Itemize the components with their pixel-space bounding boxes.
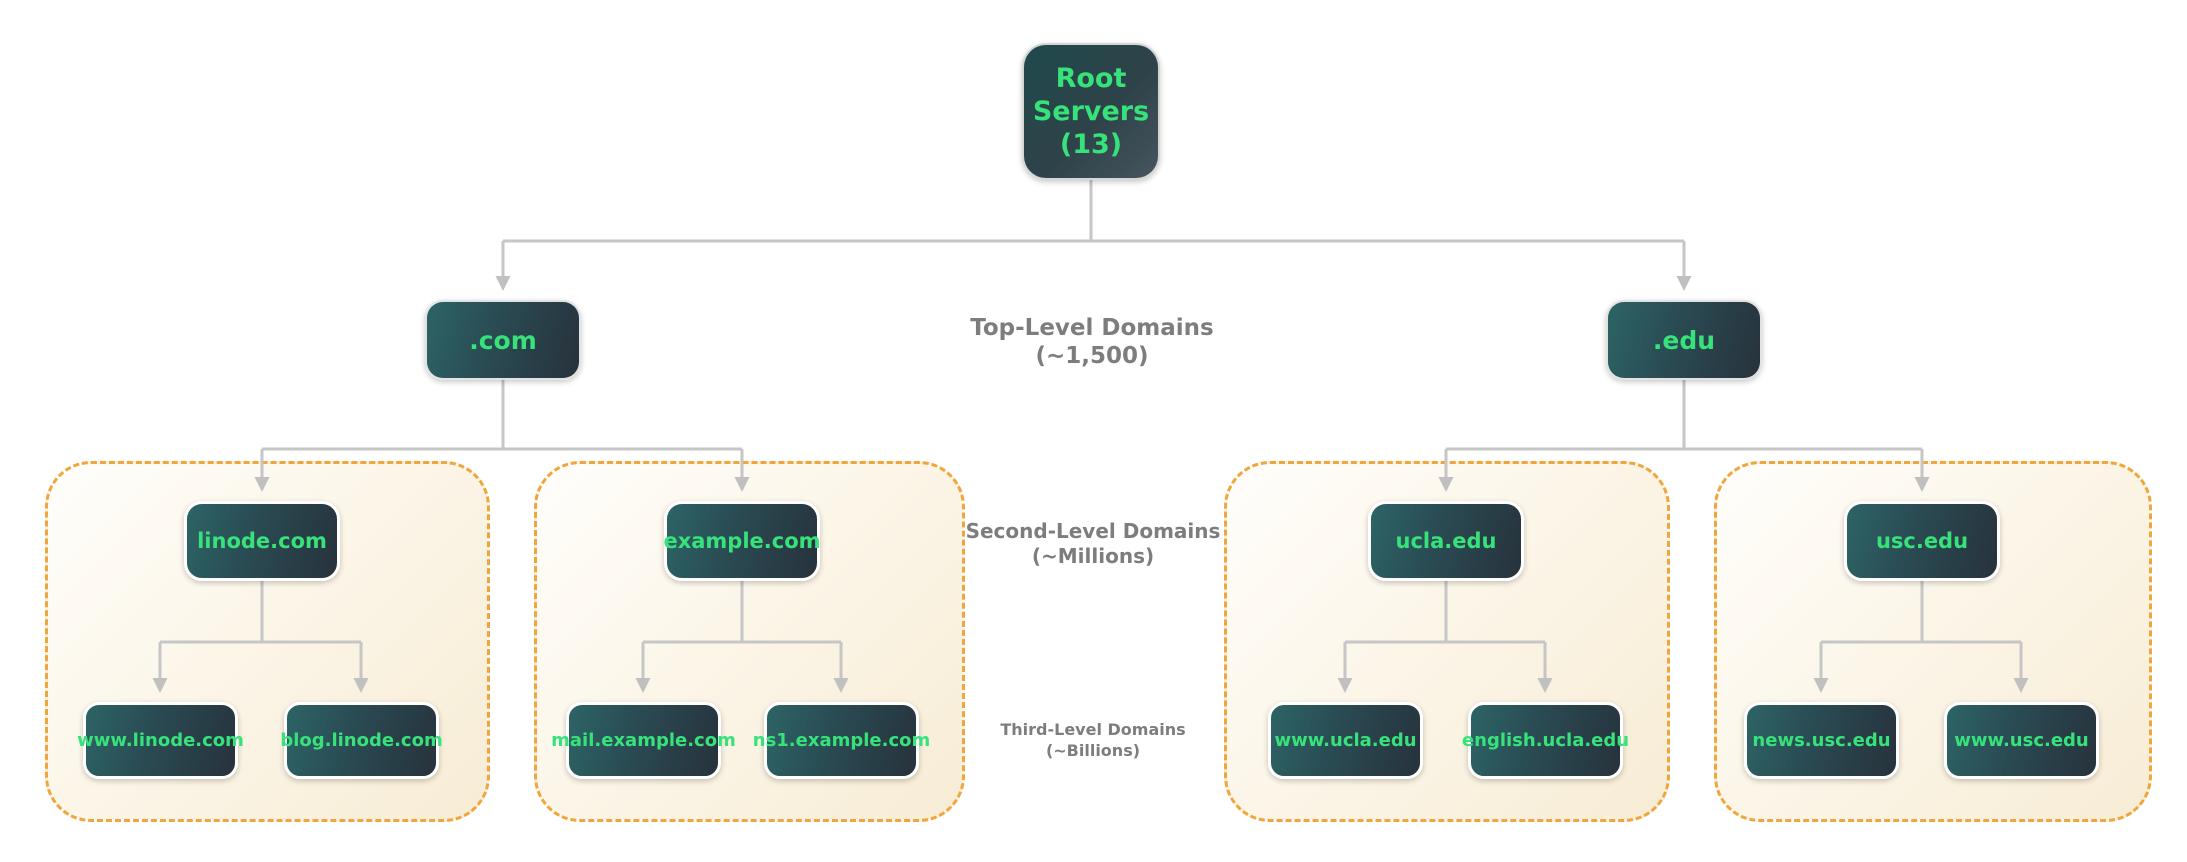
tier-label-third-level: Third-Level Domains (~Billions) xyxy=(893,719,1293,761)
node-3ld-news-usc-edu: news.usc.edu xyxy=(1744,702,1899,779)
node-label: blog.linode.com xyxy=(280,730,443,751)
tier-label-top-level: Top-Level Domains (~1,500) xyxy=(892,314,1292,370)
node-label: .edu xyxy=(1652,325,1716,355)
tier-label-line2: (~Millions) xyxy=(1031,544,1155,568)
node-3ld-www-usc-edu: www.usc.edu xyxy=(1944,702,2099,779)
node-label: english.ucla.edu xyxy=(1461,730,1630,751)
node-3ld-blog-linode-com: blog.linode.com xyxy=(280,702,443,779)
node-3ld-english-ucla-edu: english.ucla.edu xyxy=(1462,702,1629,779)
node-sld-example-com: example.com xyxy=(663,501,821,581)
node-label: example.com xyxy=(663,529,821,553)
tier-label-line1: Second-Level Domains xyxy=(965,519,1221,543)
node-3ld-www-linode-com: www.linode.com xyxy=(77,702,244,779)
node-tld-com: .com xyxy=(425,300,581,380)
tier-label-second-level: Second-Level Domains (~Millions) xyxy=(893,519,1293,569)
node-label: ns1.example.com xyxy=(752,730,931,751)
tier-label-line2: (~Billions) xyxy=(1045,741,1141,760)
tier-label-line1: Third-Level Domains xyxy=(1000,720,1186,739)
node-tld-edu: .edu xyxy=(1606,300,1762,380)
node-label: linode.com xyxy=(197,529,327,553)
node-label: .com xyxy=(469,325,537,355)
node-label: www.ucla.edu xyxy=(1274,730,1417,751)
node-sld-linode-com: linode.com xyxy=(184,501,340,581)
node-label: www.linode.com xyxy=(77,730,244,751)
node-3ld-www-ucla-edu: www.ucla.edu xyxy=(1268,702,1423,779)
node-sld-usc-edu: usc.edu xyxy=(1844,501,2000,581)
node-label: usc.edu xyxy=(1875,529,1969,553)
node-label: mail.example.com xyxy=(551,730,736,751)
node-label: news.usc.edu xyxy=(1752,730,1891,751)
node-sld-ucla-edu: ucla.edu xyxy=(1368,501,1524,581)
tier-label-line1: Top-Level Domains xyxy=(970,315,1214,341)
node-3ld-mail-example-com: mail.example.com xyxy=(551,702,736,779)
node-label: ucla.edu xyxy=(1395,529,1497,553)
node-label: Root Servers (13) xyxy=(1032,63,1150,160)
tier-label-line2: (~1,500) xyxy=(1035,343,1149,369)
node-3ld-ns1-example-com: ns1.example.com xyxy=(753,702,930,779)
node-root-servers: Root Servers (13) xyxy=(1022,43,1160,180)
node-label: www.usc.edu xyxy=(1954,730,2089,751)
